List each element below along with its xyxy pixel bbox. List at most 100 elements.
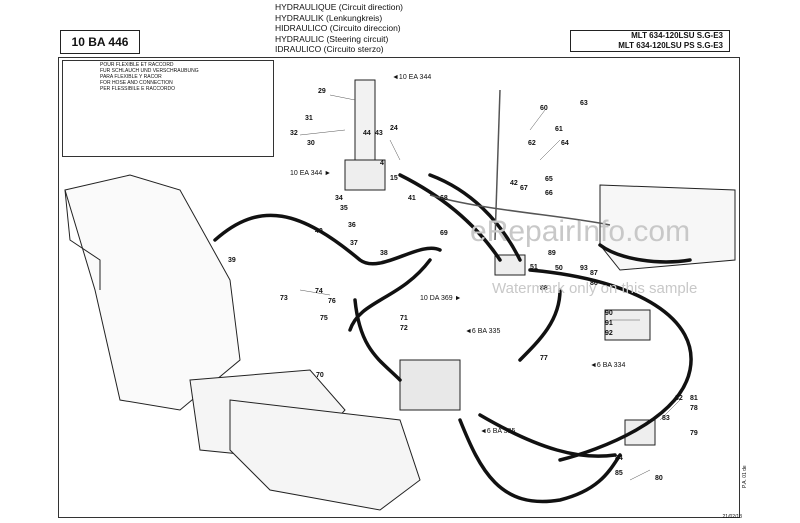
watermark: eRepairInfo.com: [470, 215, 691, 248]
callout: 32: [290, 130, 298, 137]
callout: 75: [320, 315, 328, 322]
callout: 74: [315, 288, 323, 295]
callout: 81: [690, 395, 698, 402]
title-es: HIDRAULICO (Circuito direccion): [275, 23, 401, 33]
hose-upper-right: [598, 243, 692, 264]
callout: 36: [348, 222, 356, 229]
legend-line: PARA FLEXIBLE Y RACOR: [100, 74, 162, 80]
callout: 80: [655, 475, 663, 482]
callout: 30: [307, 140, 315, 147]
callout: 66: [545, 190, 553, 197]
callout: 83: [662, 415, 670, 422]
callout: 24: [390, 125, 398, 132]
chassis-body: [64, 174, 241, 411]
callout: 77: [540, 355, 548, 362]
callout: 4: [380, 160, 384, 167]
footer-date: 21/02/13: [722, 514, 742, 520]
callout: 78: [690, 405, 698, 412]
callout: 89: [548, 250, 556, 257]
callout: 93: [580, 265, 588, 272]
callout: 31: [305, 115, 313, 122]
callout: 72: [400, 325, 408, 332]
steering-unit: [344, 159, 386, 191]
callout: 62: [528, 140, 536, 147]
callout: 35: [340, 205, 348, 212]
callout: 86: [590, 280, 598, 287]
hose-curve-bottom: [478, 413, 617, 458]
leader-lines: [299, 94, 681, 481]
callout: 44: [363, 130, 371, 137]
title-fr: HYDRAULIQUE (Circuit direction): [275, 2, 403, 12]
legend-line: PER FLESSIBILE E RACCORDO: [100, 86, 176, 92]
callout: 50: [555, 265, 563, 272]
callout: 87: [590, 270, 598, 277]
callout: 85: [615, 470, 623, 477]
legend-line: FOR HOSE AND CONNECTION: [100, 80, 173, 86]
callout: 65: [545, 176, 553, 183]
model-1: MLT 634-120LSU S.G-E3: [631, 31, 723, 40]
hose-long-bottom: [458, 418, 622, 504]
distributor-valve: [399, 359, 461, 411]
callout: 42: [510, 180, 518, 187]
callout: 71: [400, 315, 408, 322]
ref-10ea344-top: ◄10 EA 344: [392, 74, 432, 81]
callout: 15: [390, 175, 398, 182]
hose-main-1: [428, 173, 522, 262]
legend-line: FUR SCHLAUCH UND VERSCHRAUBUNG: [100, 68, 199, 74]
callout: 91: [605, 320, 613, 327]
hose-return: [353, 298, 402, 382]
footer-pa: P.A. 01 de: [742, 465, 748, 488]
callout: 76: [328, 298, 336, 305]
callout: 40: [315, 228, 323, 235]
callout: 70: [316, 372, 324, 379]
callout: 51: [530, 264, 538, 271]
pipe-thin: [429, 194, 611, 226]
hose-legend: [62, 60, 274, 157]
callout: 34: [335, 195, 343, 202]
engine-block: [599, 184, 736, 271]
model-2: MLT 634-120LSU PS S.G-E3: [618, 41, 723, 50]
callout: 79: [690, 430, 698, 437]
ref-10ea344-left: 10 EA 344 ►: [290, 170, 332, 177]
callout: 88: [540, 285, 548, 292]
callout: 43: [375, 130, 383, 137]
title-en: HYDRAULIC (Steering circuit): [275, 33, 389, 44]
cable: [494, 89, 501, 241]
hose-loop-1: [348, 258, 432, 332]
hose-40: [213, 213, 442, 266]
hose-main-2: [398, 173, 502, 262]
chassis-rear: [64, 189, 101, 290]
callout: 64: [561, 140, 569, 147]
hose-long-right: [528, 268, 693, 462]
callout: 69: [440, 230, 448, 237]
title-de: HYDRAULIK (Lenkungkreis): [275, 12, 383, 23]
ref-6ba335-low: ◄6 BA 335: [480, 428, 516, 435]
callout: 37: [350, 240, 358, 247]
axle-rear: [229, 399, 421, 511]
callout: 41: [408, 195, 416, 202]
title-it: IDRAULICO (Circuito sterzo): [275, 44, 384, 54]
watermark-sub: Watermark only on this sample: [492, 280, 698, 297]
hose-to-pump: [518, 288, 562, 362]
callout: 67: [520, 185, 528, 192]
callout: 90: [605, 310, 613, 317]
model-box: MLT 634-120LSU S.G-E3 MLT 634-120LSU PS …: [570, 30, 730, 52]
callout: 73: [280, 295, 288, 302]
ref-6ba334: ◄6 BA 334: [590, 362, 626, 369]
callout: 60: [540, 105, 548, 112]
callout: 92: [605, 330, 613, 337]
steering-column: [354, 79, 376, 161]
legend-title: POUR FLEXIBLE ET RACCORD FUR SCHLAUCH UN…: [100, 62, 220, 92]
valve-block: [604, 309, 651, 341]
callout: 68: [440, 195, 448, 202]
callout: 61: [555, 126, 563, 133]
ref-6ba335-mid: ◄6 BA 335: [465, 328, 501, 335]
callout: 84: [615, 455, 623, 462]
callout: 29: [318, 88, 326, 95]
priority-valve: [494, 254, 526, 276]
callout: 38: [380, 250, 388, 257]
legend-line: POUR FLEXIBLE ET RACCORD: [100, 62, 174, 68]
diagram-code: 10 BA 446: [60, 30, 140, 54]
callout: 82: [675, 395, 683, 402]
